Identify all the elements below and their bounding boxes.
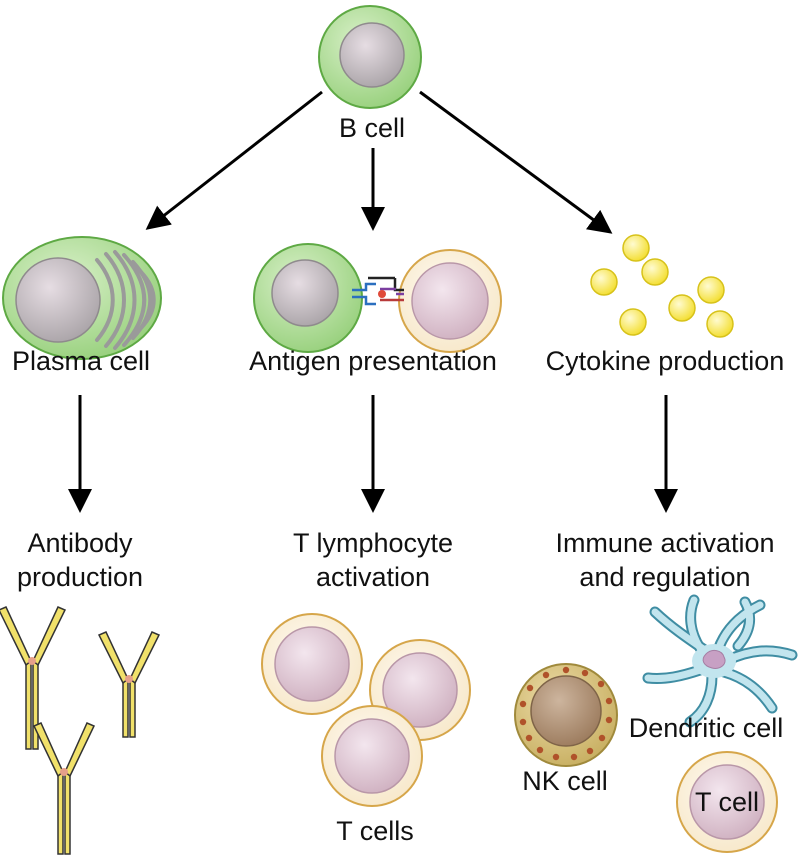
- t-cell-single-image: [676, 751, 778, 853]
- t-cell-a: [261, 613, 363, 715]
- t-cells-label: T cells: [336, 816, 414, 846]
- antibody-2: [97, 631, 161, 738]
- antigen-presentation-image: [253, 243, 502, 353]
- antibody-production-label-line1: Antibody: [27, 528, 133, 558]
- mhc-tcr-complex: [352, 276, 404, 306]
- dendritic-cell-label: Dendritic cell: [628, 713, 784, 743]
- dendritic-cell-image: [642, 594, 798, 728]
- plasma-cell-image: [2, 236, 162, 360]
- t-cell-b: [369, 639, 471, 741]
- cytokine-production-label: Cytokine production: [545, 346, 785, 376]
- t-activation-label-line1: T lymphocyte: [292, 528, 454, 558]
- antibodies-image: [0, 606, 161, 855]
- arrows: [68, 90, 678, 513]
- t-activation-label-line2: activation: [315, 562, 431, 592]
- arrow-bcell-to-cytokine: [419, 90, 613, 234]
- arrow-bcell-to-plasma: [145, 90, 323, 230]
- antigen-presentation-label: Antigen presentation: [249, 346, 497, 376]
- cytokines-image: [590, 234, 734, 338]
- t-cells-image: [261, 613, 471, 807]
- nk-cell-label: NK cell: [522, 766, 608, 796]
- immune-label-line1: Immune activation: [555, 528, 775, 558]
- plasma-cell-label: Plasma cell: [11, 346, 151, 376]
- nk-cell-image: [514, 663, 618, 767]
- b-cell-label: B cell: [338, 113, 406, 143]
- antibody-3: [32, 722, 96, 855]
- immune-label-line2: and regulation: [579, 562, 751, 592]
- t-cell-label: T cell: [694, 787, 760, 817]
- antibody-production-label-line2: production: [16, 562, 144, 592]
- t-cell-c: [321, 705, 423, 807]
- antibody-1: [0, 606, 67, 750]
- b-cell-top: [318, 5, 422, 109]
